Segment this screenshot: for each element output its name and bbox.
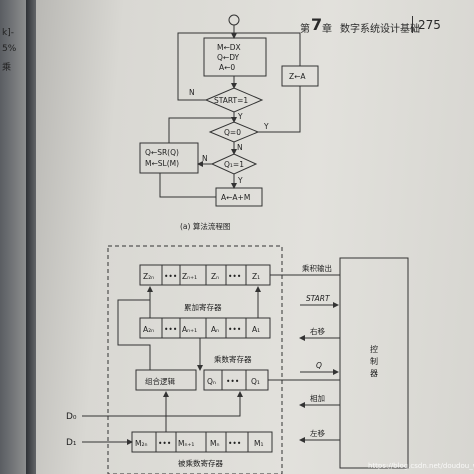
m-reg-cell-3: Mₙ₊₁ <box>178 439 194 448</box>
chapter-prefix: 第 <box>300 24 310 35</box>
q-zero-label: Q=0 <box>224 128 241 137</box>
z-reg-cell-5: ••• <box>228 272 241 281</box>
a-reg-cell-6: A₁ <box>252 325 260 334</box>
z-reg-cell-1: Z₂ₙ <box>143 272 154 281</box>
add-box-label: A←A+M <box>221 193 250 202</box>
m-reg-cell-2: ••• <box>158 439 171 448</box>
controller-block <box>339 257 409 469</box>
a-reg-cell-4: Aₙ <box>211 325 219 334</box>
signal-shift-right: 右移 <box>310 326 325 336</box>
z-reg-cell-2: ••• <box>164 272 177 281</box>
start-decision <box>204 87 264 113</box>
a-reg-cell-3: Aₙ₊₁ <box>182 325 197 334</box>
d1-label: D₁ <box>66 438 77 448</box>
flowchart-caption: (a) 算法流程图 <box>180 221 230 231</box>
shift-line-1: Q←SR(Q) <box>145 148 179 157</box>
signal-shift-left: 左移 <box>310 428 325 438</box>
a-reg-cell-5: ••• <box>228 325 241 334</box>
left-page-text-3: 乘 <box>2 63 12 73</box>
shift-line-2: M←SL(M) <box>145 159 179 168</box>
a-register <box>139 317 271 339</box>
z-register <box>139 264 271 286</box>
label-n3: N <box>202 154 208 163</box>
signal-product-out: 乘积输出 <box>302 263 332 273</box>
page-number: 275 <box>418 18 441 32</box>
q-reg-cell-2: ••• <box>226 377 239 386</box>
z-reg-cell-6: Z₁ <box>252 272 260 281</box>
q-reg-cell-1: Qₙ <box>207 377 216 386</box>
multiplicand-register-label: 被乘数寄存器 <box>178 458 223 468</box>
q-reg-cell-3: Q₁ <box>251 377 260 386</box>
a-reg-cell-1: A₂ₙ <box>143 325 154 334</box>
acc-register-label: 累加寄存器 <box>184 302 222 312</box>
controller-label: 控制器 <box>370 344 378 378</box>
z-reg-cell-4: Zₙ <box>211 272 219 281</box>
d0-label: D₀ <box>66 412 77 422</box>
signal-add: 相加 <box>310 393 325 403</box>
label-y2: Y <box>263 122 269 131</box>
book-page <box>36 0 474 474</box>
label-n2: N <box>237 143 243 152</box>
m-register <box>131 431 273 453</box>
m-reg-cell-1: M₂ₙ <box>135 439 147 448</box>
signal-q: Q <box>316 361 322 370</box>
left-page-text-1: k]- <box>2 28 14 38</box>
init-box <box>203 37 267 77</box>
z-box-label: Z←A <box>289 72 306 81</box>
init-line-2: Q←DY <box>217 53 240 62</box>
label-y3: Y <box>237 176 243 185</box>
start-decision-label: START=1 <box>214 96 248 105</box>
flow-start-terminal <box>228 14 240 26</box>
q1-decision <box>210 153 258 175</box>
q1-label: Q₁=1 <box>224 160 244 169</box>
left-page-text-2: 5% <box>2 44 17 54</box>
m-reg-cell-4: Mₙ <box>210 439 219 448</box>
chapter-number: 7 <box>311 15 323 34</box>
label-n1: N <box>189 88 195 97</box>
combo-logic-label: 组合逻辑 <box>145 376 175 386</box>
datapath-region <box>107 245 283 474</box>
z-reg-cell-3: Zₙ₊₁ <box>182 272 197 281</box>
init-line-1: M←DX <box>217 43 241 52</box>
init-line-3: A←0 <box>219 63 235 72</box>
signal-start: START <box>306 294 331 303</box>
chapter-title: 数字系统设计基础 <box>340 24 420 35</box>
label-y1: Y <box>237 112 243 121</box>
m-reg-cell-5: ••• <box>228 439 241 448</box>
header-divider <box>412 16 413 33</box>
m-reg-cell-6: M₁ <box>254 439 263 448</box>
chapter-suffix: 章 <box>322 24 332 35</box>
watermark: https://blog.csdn.net/doudou_wsx <box>368 462 474 470</box>
mq-register-label: 乘数寄存器 <box>214 354 252 364</box>
combo-logic-box <box>135 369 197 391</box>
a-reg-cell-2: ••• <box>164 325 177 334</box>
